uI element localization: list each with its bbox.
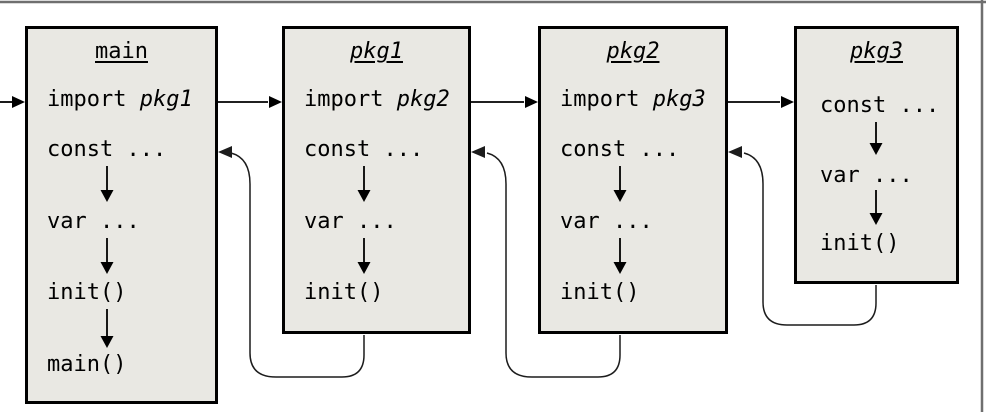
code-line-var: var ... — [560, 209, 653, 234]
package-title-main: main — [95, 39, 148, 64]
entry-arrowhead-icon — [12, 96, 25, 108]
arrowhead-pkg2-to-pkg3-icon — [781, 96, 794, 108]
package-box-pkg2: pkg2 import pkg3 const ... var ... init(… — [538, 26, 728, 334]
code-line-import: import pkg1 — [47, 87, 193, 113]
package-box-pkg3: pkg3 const ... var ... init() — [794, 26, 959, 284]
return-arrowhead-into-pkg1-icon — [471, 146, 485, 158]
code-line-const: const ... — [304, 137, 424, 162]
init-flow-shafts — [106, 122, 877, 337]
import-package-name: pkg2 — [396, 87, 450, 112]
import-keyword: import — [560, 87, 653, 112]
import-package-name: pkg3 — [652, 87, 706, 112]
code-line-const: const ... — [560, 137, 680, 162]
code-line-main-call: main() — [47, 352, 127, 377]
code-line-const: const ... — [47, 137, 167, 162]
package-title-pkg3: pkg3 — [850, 39, 903, 64]
code-line-init: init() — [47, 280, 127, 305]
code-line-init: init() — [560, 280, 640, 305]
package-title-pkg2: pkg2 — [606, 39, 660, 64]
code-line-var: var ... — [47, 209, 140, 234]
arrowhead-pkg1-to-pkg2-icon — [525, 96, 538, 108]
code-line-init: init() — [820, 231, 900, 256]
code-line-const: const ... — [820, 93, 940, 118]
arrowhead-main-to-pkg1-icon — [269, 96, 282, 108]
code-line-import: import pkg3 — [560, 87, 706, 113]
package-title-pkg1: pkg1 — [350, 39, 403, 64]
code-line-import: import pkg2 — [304, 87, 450, 113]
code-line-var: var ... — [820, 163, 913, 188]
package-box-main: main import pkg1 const ... var ... init(… — [25, 26, 218, 404]
import-keyword: import — [47, 87, 140, 112]
import-package-name: pkg1 — [139, 87, 193, 112]
code-line-var: var ... — [304, 209, 397, 234]
code-line-init: init() — [304, 280, 384, 305]
package-box-pkg1: pkg1 import pkg2 const ... var ... init(… — [282, 26, 471, 334]
return-arrowhead-into-pkg2-icon — [728, 146, 742, 158]
return-arrowhead-into-main-icon — [218, 146, 232, 158]
import-keyword: import — [304, 87, 397, 112]
